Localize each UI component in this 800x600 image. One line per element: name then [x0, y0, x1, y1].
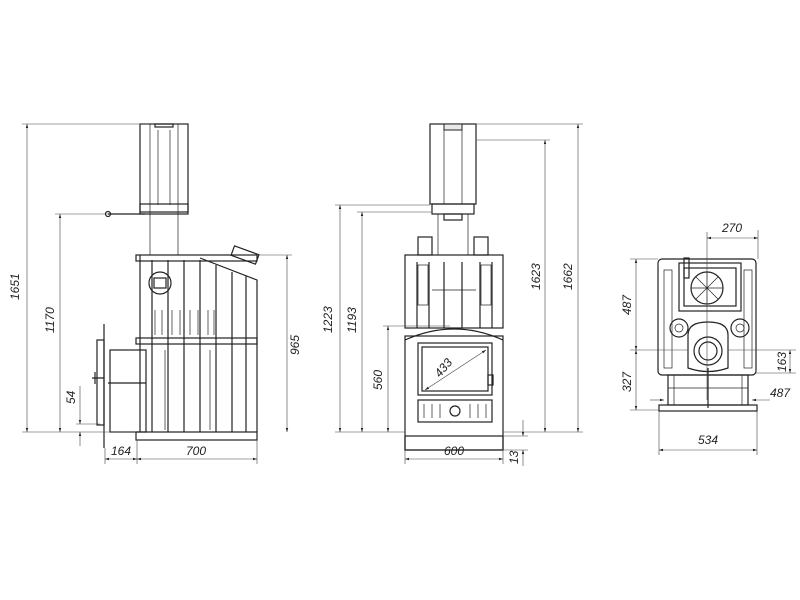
- dim-door-depth: 164: [111, 444, 131, 458]
- dim-width: 700: [186, 444, 206, 458]
- stove-bars: [139, 255, 247, 432]
- dim-base: 13: [507, 450, 521, 464]
- dim-width-top: 534: [698, 433, 718, 447]
- dim-height-1: 1223: [321, 306, 335, 333]
- top-dimensions: 270 487 327 163 487 534: [620, 221, 796, 455]
- dim-width-front: 600: [444, 444, 464, 458]
- dim-height-total: 1651: [8, 273, 22, 300]
- dim-depth-front: 327: [620, 371, 634, 392]
- dim-glass-diag: 433: [432, 355, 456, 380]
- dim-flue-offset: 270: [721, 221, 742, 235]
- fire-tunnel: [92, 324, 147, 448]
- dim-depth-back: 487: [620, 294, 634, 315]
- dim-height-3: 1623: [529, 263, 543, 290]
- front-view: 433 1223 1193 560 600: [321, 123, 583, 466]
- stove-chimney: [104, 123, 189, 255]
- front-body: 433: [404, 254, 504, 451]
- side-view: 1651 1170 54 164 700 965: [8, 123, 302, 464]
- dim-flue-y: 163: [775, 352, 789, 372]
- top-view: 270 487 327 163 487 534: [620, 221, 796, 455]
- dim-height-body: 965: [288, 335, 302, 355]
- front-chimney: [417, 123, 489, 256]
- dim-door-height: 560: [371, 370, 385, 390]
- stove-body: [135, 245, 260, 441]
- front-dimensions: 1223 1193 560 600 13 1623 1662: [321, 123, 583, 466]
- side-dimensions: 1651 1170 54 164 700 965: [8, 123, 302, 464]
- dim-height-flue: 1170: [43, 307, 57, 333]
- dim-height-2: 1193: [345, 307, 359, 333]
- dim-height-4: 1662: [561, 263, 575, 290]
- dim-offset-low: 54: [64, 390, 78, 404]
- dim-tunnel-width: 487: [770, 386, 791, 400]
